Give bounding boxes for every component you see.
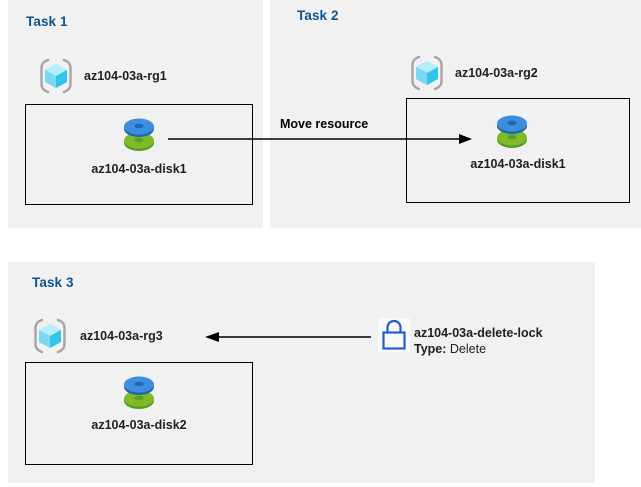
resource-group-label: az104-03a-rg1 [84, 69, 167, 83]
task-3-title: Task 3 [32, 275, 74, 290]
task-1-panel [8, 0, 263, 228]
resource-group-icon [30, 316, 70, 356]
delete-lock-arrow [205, 326, 371, 348]
managed-disk-icon [491, 110, 533, 154]
task-1-title: Task 1 [26, 14, 68, 29]
delete-lock-type-value: Delete [449, 342, 487, 356]
task-2-resource-box [406, 98, 630, 203]
move-resource-arrow [168, 128, 474, 150]
task-3-resource-box [25, 362, 253, 465]
task-2-panel [270, 0, 641, 228]
task-3-panel [8, 262, 595, 483]
managed-disk-icon [118, 113, 160, 157]
task-1-resource-box [25, 104, 253, 205]
resource-label: az104-03a-disk1 [91, 162, 187, 176]
resource-label: az104-03a-disk1 [470, 157, 566, 171]
resource-group-label: az104-03a-rg3 [80, 329, 163, 343]
task-2-title: Task 2 [297, 8, 339, 23]
resource-group-icon [36, 56, 76, 96]
managed-disk-icon [118, 371, 160, 415]
resource-label: az104-03a-disk2 [91, 418, 187, 432]
delete-lock-name: az104-03a-delete-lock [414, 326, 543, 340]
delete-lock-type-key: Type: [414, 342, 447, 356]
padlock-icon [378, 318, 410, 352]
resource-group-label: az104-03a-rg2 [455, 66, 538, 80]
move-resource-label: Move resource [280, 117, 369, 131]
delete-lock-type: Type: Delete [414, 342, 486, 356]
resource-group-icon [407, 53, 447, 93]
